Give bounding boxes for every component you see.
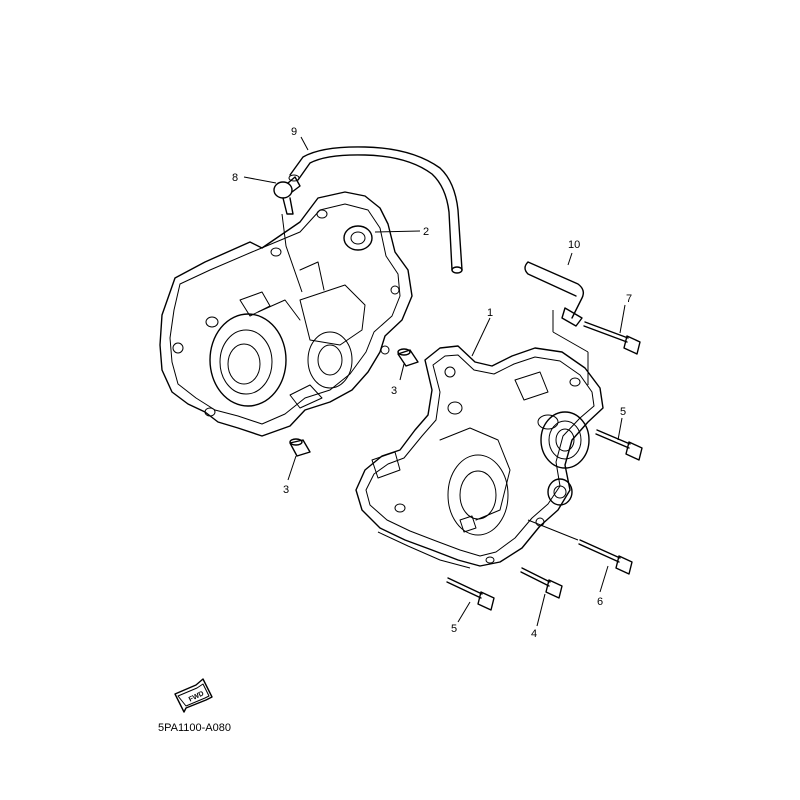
bolt-5-lower — [446, 577, 495, 611]
callout-10: 10 — [568, 239, 580, 251]
callout-3-lower: 3 — [283, 484, 289, 496]
left-crankcase-half — [159, 191, 413, 437]
callout-5-right: 5 — [620, 406, 626, 418]
callout-8: 8 — [232, 172, 238, 184]
bolt-6 — [578, 539, 633, 575]
right-crankcase-half — [355, 345, 604, 567]
drawing-code: 5PA1100-A080 — [158, 722, 231, 734]
callout-2: 2 — [423, 226, 429, 238]
callout-3-upper: 3 — [391, 385, 397, 397]
hose-joint — [273, 176, 301, 215]
callout-5-bottom: 5 — [451, 623, 457, 635]
leader-lines — [243, 136, 626, 627]
callout-4: 4 — [531, 628, 537, 640]
fwd-arrow-icon: FWD — [174, 678, 213, 713]
cable-guide — [524, 261, 585, 327]
bolt-4 — [520, 567, 563, 599]
callout-9: 9 — [291, 126, 297, 138]
breather-hose — [288, 146, 463, 274]
bolt-5-upper — [595, 429, 643, 461]
callout-6: 6 — [597, 596, 603, 608]
bolt-7 — [583, 321, 641, 355]
callout-7: 7 — [626, 293, 632, 305]
dowel-pin-upper — [397, 348, 419, 367]
callout-1: 1 — [487, 307, 493, 319]
dowel-pin-lower — [289, 438, 311, 457]
